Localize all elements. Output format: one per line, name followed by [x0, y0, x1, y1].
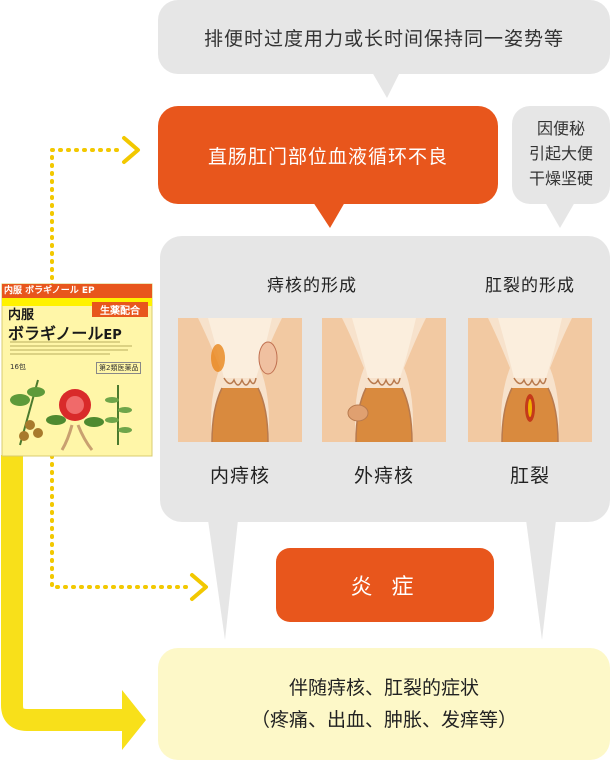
- side-cause-line: 干燥坚硬: [512, 166, 610, 191]
- external-hemorrhoid-label: 外痔核: [322, 460, 446, 488]
- result-line-1: 伴随痔核、肛裂的症状: [158, 672, 610, 704]
- product-category: 第2類医薬品: [96, 362, 141, 374]
- product-name-suffix: EP: [103, 328, 121, 343]
- hemorrhoid-formation-title: 痔核的形成: [178, 270, 446, 296]
- side-cause-line: 因便秘: [512, 116, 610, 141]
- anal-fissure-label: 肛裂: [468, 460, 592, 488]
- result-text: 伴随痔核、肛裂的症状 （疼痛、出血、肿胀、发痒等）: [158, 672, 610, 736]
- dotted-arrowhead-top: [124, 138, 138, 162]
- dotted-connector-top: [52, 150, 122, 286]
- fissure-formation-title: 肛裂的形成: [458, 270, 602, 296]
- product-top-band: 内服 ボラギノール EP: [4, 284, 150, 298]
- dotted-arrowhead-bottom: [192, 575, 206, 599]
- product-count: 16包: [10, 362, 26, 372]
- internal-hemorrhoid-illustration: [178, 318, 302, 442]
- yellow-arrow: [12, 455, 146, 750]
- orange-cause-text: 直肠肛门部位血液循环不良: [158, 106, 498, 204]
- anal-fissure-illustration: [468, 318, 592, 442]
- side-cause-line: 引起大便: [512, 141, 610, 166]
- product-name-main: ボラギノール: [8, 324, 103, 343]
- top-cause-text: 排便时过度用力或长时间保持同一姿势等: [158, 0, 610, 74]
- internal-hemorrhoid-label: 内痔核: [178, 460, 302, 488]
- side-cause-text: 因便秘 引起大便 干燥坚硬: [512, 116, 610, 191]
- result-line-2: （疼痛、出血、肿胀、发痒等）: [158, 704, 610, 736]
- inflammation-text: 炎 症: [276, 548, 494, 622]
- external-hemorrhoid-illustration: [322, 318, 446, 442]
- product-name: ボラギノールEP: [8, 320, 122, 344]
- product-badge: 生薬配合: [92, 302, 148, 317]
